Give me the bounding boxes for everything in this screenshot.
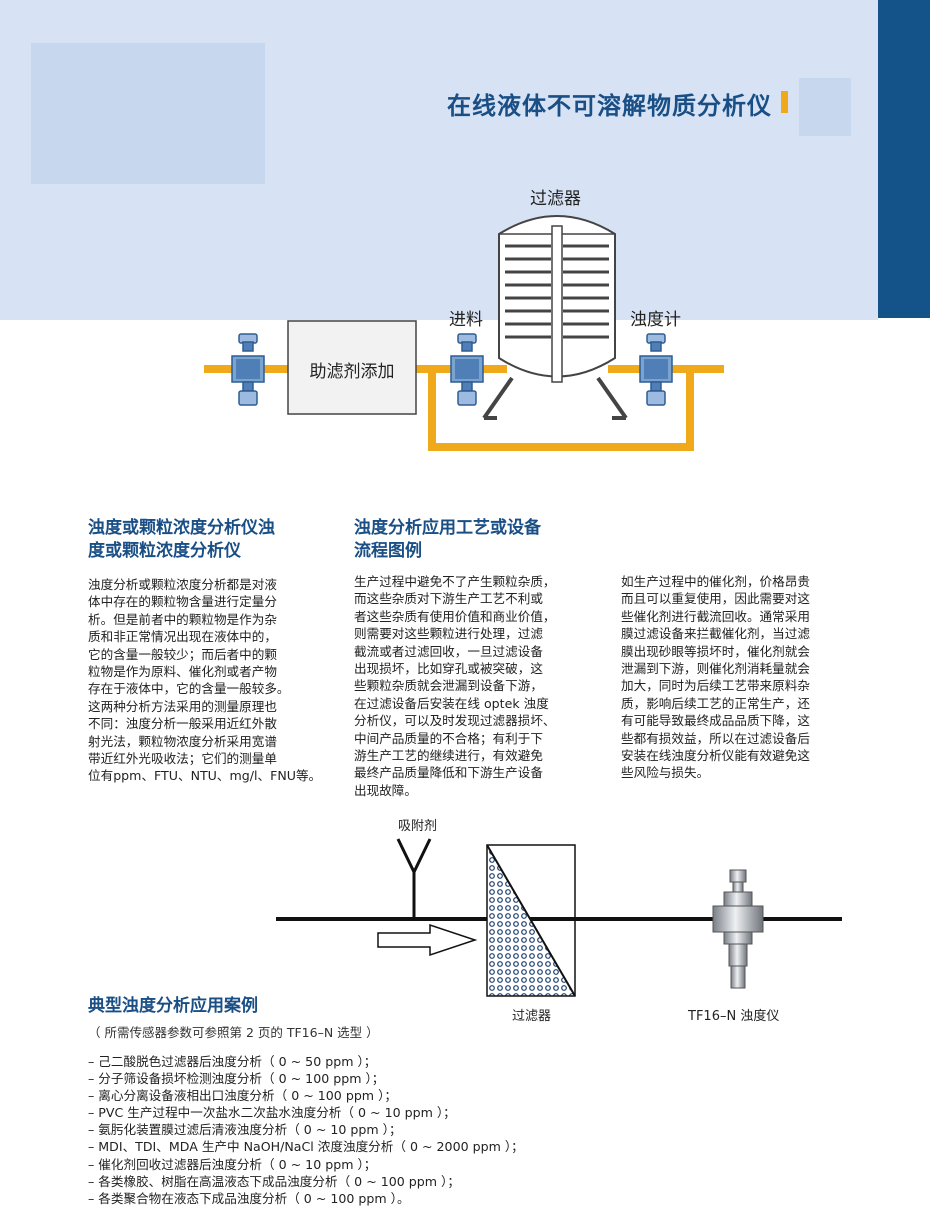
filter2-label: 过滤器 xyxy=(512,1009,552,1024)
adsorbent-inlet-icon xyxy=(396,838,432,919)
text-line: 质，影响后续工艺的正常生产，还 xyxy=(621,695,810,711)
list-item: – 各类橡胶、树脂在高温液态下成品浊度分析（ 0 ~ 100 ppm ）； xyxy=(88,1173,460,1189)
section3-heading: 典型浊度分析应用案例 xyxy=(88,996,258,1016)
text-line: 些都有损效益，所以在过滤设备后 xyxy=(621,730,810,746)
text-line: 中间产品质量的不合格；有利于下 xyxy=(354,730,543,746)
text-line: 如生产过程中的催化剂，价格昂贵 xyxy=(621,574,810,589)
filter-aid-label: 助滤剂添加 xyxy=(309,362,395,382)
heading-line: 度或颗粒浓度分析仪 xyxy=(88,541,241,561)
process-diagram xyxy=(204,215,724,451)
text-line: 它的含量一般较少；而后者中的颗 xyxy=(88,646,277,662)
turbidity-meter-label: 浊度计 xyxy=(630,310,681,330)
text-line: 则需要对这些颗粒进行处理，过滤 xyxy=(354,626,543,642)
list-item: – PVC 生产过程中一次盐水二次盐水浊度分析（ 0 ~ 10 ppm ）； xyxy=(88,1105,456,1121)
list-item: – 各类聚合物在液态下成品浊度分析（ 0 ~ 100 ppm ）。 xyxy=(88,1190,410,1206)
filter-vessel-icon xyxy=(482,215,628,420)
sensor-icon xyxy=(231,333,265,406)
page-title: 在线液体不可溶解物质分析仪 xyxy=(447,92,772,120)
text-line: 这两种分析方法采用的测量原理也 xyxy=(88,698,277,714)
application-list: – 己二酸脱色过滤器后浊度分析（ 0 ~ 50 ppm ）； – 分子筛设备损坏… xyxy=(88,1053,524,1207)
feed-label: 进料 xyxy=(449,310,483,330)
text-line: 不同：浊度分析一般采用近红外散 xyxy=(88,716,277,732)
text-line: 而这些杂质对下游生产工艺不利或 xyxy=(354,591,543,607)
list-item: – 离心分离设备液相出口浊度分析（ 0 ~ 100 ppm ）； xyxy=(88,1088,397,1104)
section2-text-col1: 生产过程中避免不了产生颗粒杂质， 而这些杂质对下游生产工艺不利或 者这些杂质有使… xyxy=(354,573,579,799)
text-line: 有可能导致最终成品品质下降，这 xyxy=(621,713,810,729)
text-line: 浊度分析或颗粒浓度分析都是对液 xyxy=(88,577,277,592)
text-line: 粒物是作为原料、催化剂或者产物 xyxy=(88,664,277,680)
filter-label: 过滤器 xyxy=(530,189,581,209)
flow-arrow-icon xyxy=(377,923,478,957)
text-line: 最终产品质量降低和下游生产设备 xyxy=(354,765,543,781)
text-line: 泄漏到下游，则催化剂消耗量就会 xyxy=(621,661,810,677)
text-line: 存在于液体中，它的含量一般较多。 xyxy=(88,681,290,697)
tf16n-sensor-icon xyxy=(712,869,764,989)
title-accent-mark xyxy=(781,91,788,113)
section2-heading: 浊度分析应用工艺或设备 流程图例 xyxy=(354,517,541,563)
section1-heading: 浊度或颗粒浓度分析仪浊 度或颗粒浓度分析仪 xyxy=(88,517,275,563)
heading-line: 浊度分析应用工艺或设备 xyxy=(354,518,541,538)
decor-block xyxy=(31,43,265,184)
text-line: 安装在线浊度分析仪能有效避免这 xyxy=(621,748,810,764)
text-line: 生产过程中避免不了产生颗粒杂质， xyxy=(354,574,556,589)
text-line: 体中存在的颗粒物含量进行定量分 xyxy=(88,594,277,610)
list-item: – 己二酸脱色过滤器后浊度分析（ 0 ~ 50 ppm ）； xyxy=(88,1054,377,1069)
text-line: 在过滤设备后安装在线 optek 浊度 xyxy=(354,695,549,711)
text-line: 些催化剂进行截流回收。通常采用 xyxy=(621,608,810,624)
text-line: 射光法，颗粒物浓度分析采用宽谱 xyxy=(88,733,277,749)
sensor-label: TF16–N 浊度仪 xyxy=(688,1009,780,1024)
list-item: – 氨肟化装置膜过滤后清液浊度分析（ 0 ~ 10 ppm ）； xyxy=(88,1122,402,1138)
filter-element-icon xyxy=(486,844,576,997)
text-line: 者这些杂质有使用价值和商业价值， xyxy=(354,608,556,624)
list-item: – MDI、TDI、MDA 生产中 NaOH/NaCl 浓度浊度分析（ 0 ~ … xyxy=(88,1139,524,1155)
list-item: – 催化剂回收过滤器后浊度分析（ 0 ~ 10 ppm ）； xyxy=(88,1156,377,1172)
text-line: 分析仪，可以及时发现过滤器损坏、 xyxy=(354,713,556,729)
section1-text: 浊度分析或颗粒浓度分析都是对液 体中存在的颗粒物含量进行定量分 析。但是前者中的… xyxy=(88,576,322,785)
text-line: 膜过滤设备来拦截催化剂，当过滤 xyxy=(621,626,810,642)
text-line: 位有ppm、FTU、NTU、mg/l、FNU等。 xyxy=(88,768,322,784)
text-line: 带近红外光吸收法；它们的测量单 xyxy=(88,751,277,767)
heading-line: 流程图例 xyxy=(354,541,422,561)
text-line: 而且可以重复使用，因此需要对这 xyxy=(621,591,810,607)
decor-block xyxy=(799,78,851,136)
list-item: – 分子筛设备损坏检测浊度分析（ 0 ~ 100 ppm ）； xyxy=(88,1071,385,1087)
adsorbent-label: 吸附剂 xyxy=(398,819,438,834)
sensor-icon xyxy=(639,333,673,406)
text-line: 游生产工艺的继续进行，有效避免 xyxy=(354,748,543,764)
text-line: 些风险与损失。 xyxy=(621,765,710,781)
text-line: 析。但是前者中的颗粒物是作为杂 xyxy=(88,611,277,627)
section3-subtitle: （ 所需传感器参数可参照第 2 页的 TF16–N 选型 ） xyxy=(88,1025,379,1040)
heading-line: 浊度或颗粒浓度分析仪浊 xyxy=(88,518,275,538)
sensor-icon xyxy=(450,333,484,406)
text-line: 出现故障。 xyxy=(354,782,417,798)
text-line: 膜出现砂眼等损坏时，催化剂就会 xyxy=(621,643,810,659)
text-line: 质和非正常情况出现在液体中的， xyxy=(88,629,277,645)
section2-text-col2: 如生产过程中的催化剂，价格昂贵 而且可以重复使用，因此需要对这 些催化剂进行截流… xyxy=(621,573,846,782)
text-line: 出现损坏，比如穿孔或被突破，这 xyxy=(354,661,543,677)
filter-aid-box xyxy=(287,320,417,415)
text-line: 加大，同时为后续工艺带来原料杂 xyxy=(621,678,810,694)
brand-side-bar xyxy=(878,0,930,318)
text-line: 截流或者过滤回收，一旦过滤设备 xyxy=(354,643,543,659)
text-line: 些颗粒杂质就会泄漏到设备下游， xyxy=(354,678,543,694)
